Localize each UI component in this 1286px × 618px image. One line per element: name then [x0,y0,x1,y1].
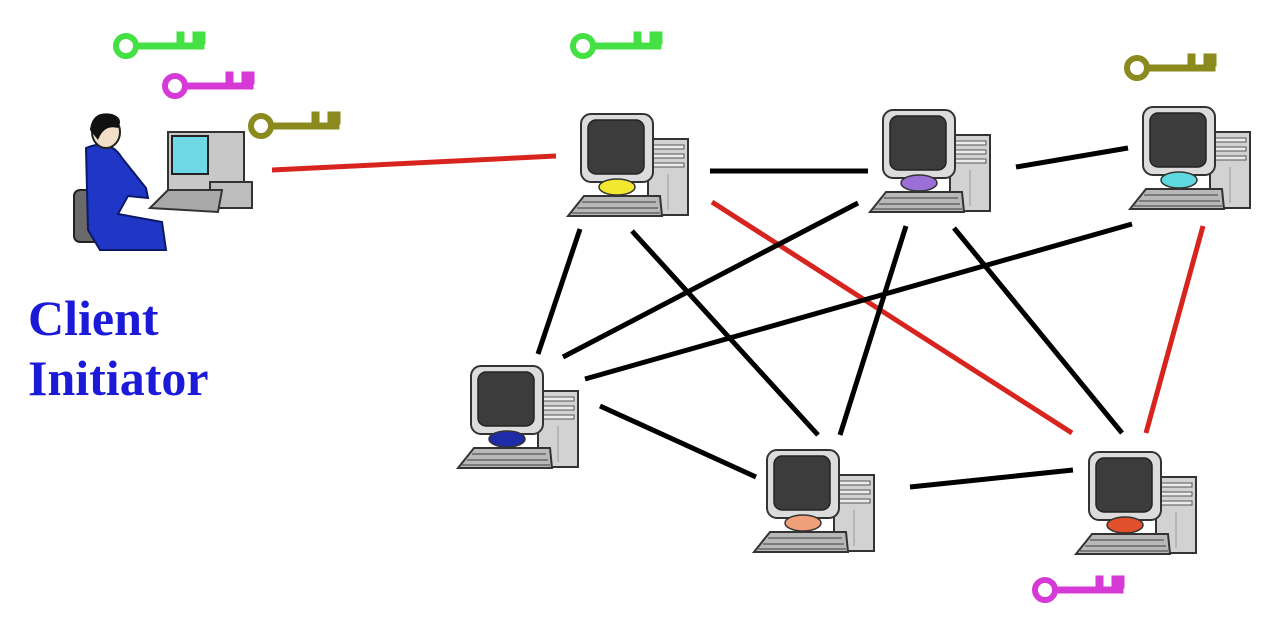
key-green-icon [573,32,662,56]
computer-node-blue-icon [457,365,579,469]
link-blue-salmon [598,403,758,480]
key-layer [116,32,1216,600]
key-magenta-icon [165,72,254,96]
link-purple-red [952,226,1124,435]
key-green-icon [116,32,205,56]
link-salmon-red [909,467,1074,490]
key-magenta-icon [1035,576,1124,600]
key-olive-icon [1127,54,1216,78]
link-client-yellow [271,153,557,173]
client-person-icon [73,113,253,251]
link-yellow-blue [535,228,583,355]
link-purple-cyan [1015,145,1129,170]
link-layer [271,145,1206,490]
link-yellow-salmon [630,229,820,437]
link-yellow-red [710,199,1074,436]
computer-node-red-icon [1075,451,1197,555]
client-label-line1: Client [28,290,159,346]
key-olive-icon [251,112,340,136]
computer-node-salmon-icon [753,449,875,553]
link-purple-salmon [837,225,909,436]
computer-node-purple-icon [869,109,991,213]
link-red-cyan [1143,225,1206,434]
link-purple-blue [561,200,860,360]
client-label-line2: Initiator [28,350,209,406]
computer-node-yellow-icon [567,113,689,217]
link-cyan-blue [584,221,1133,382]
computer-node-cyan-icon [1129,106,1251,210]
